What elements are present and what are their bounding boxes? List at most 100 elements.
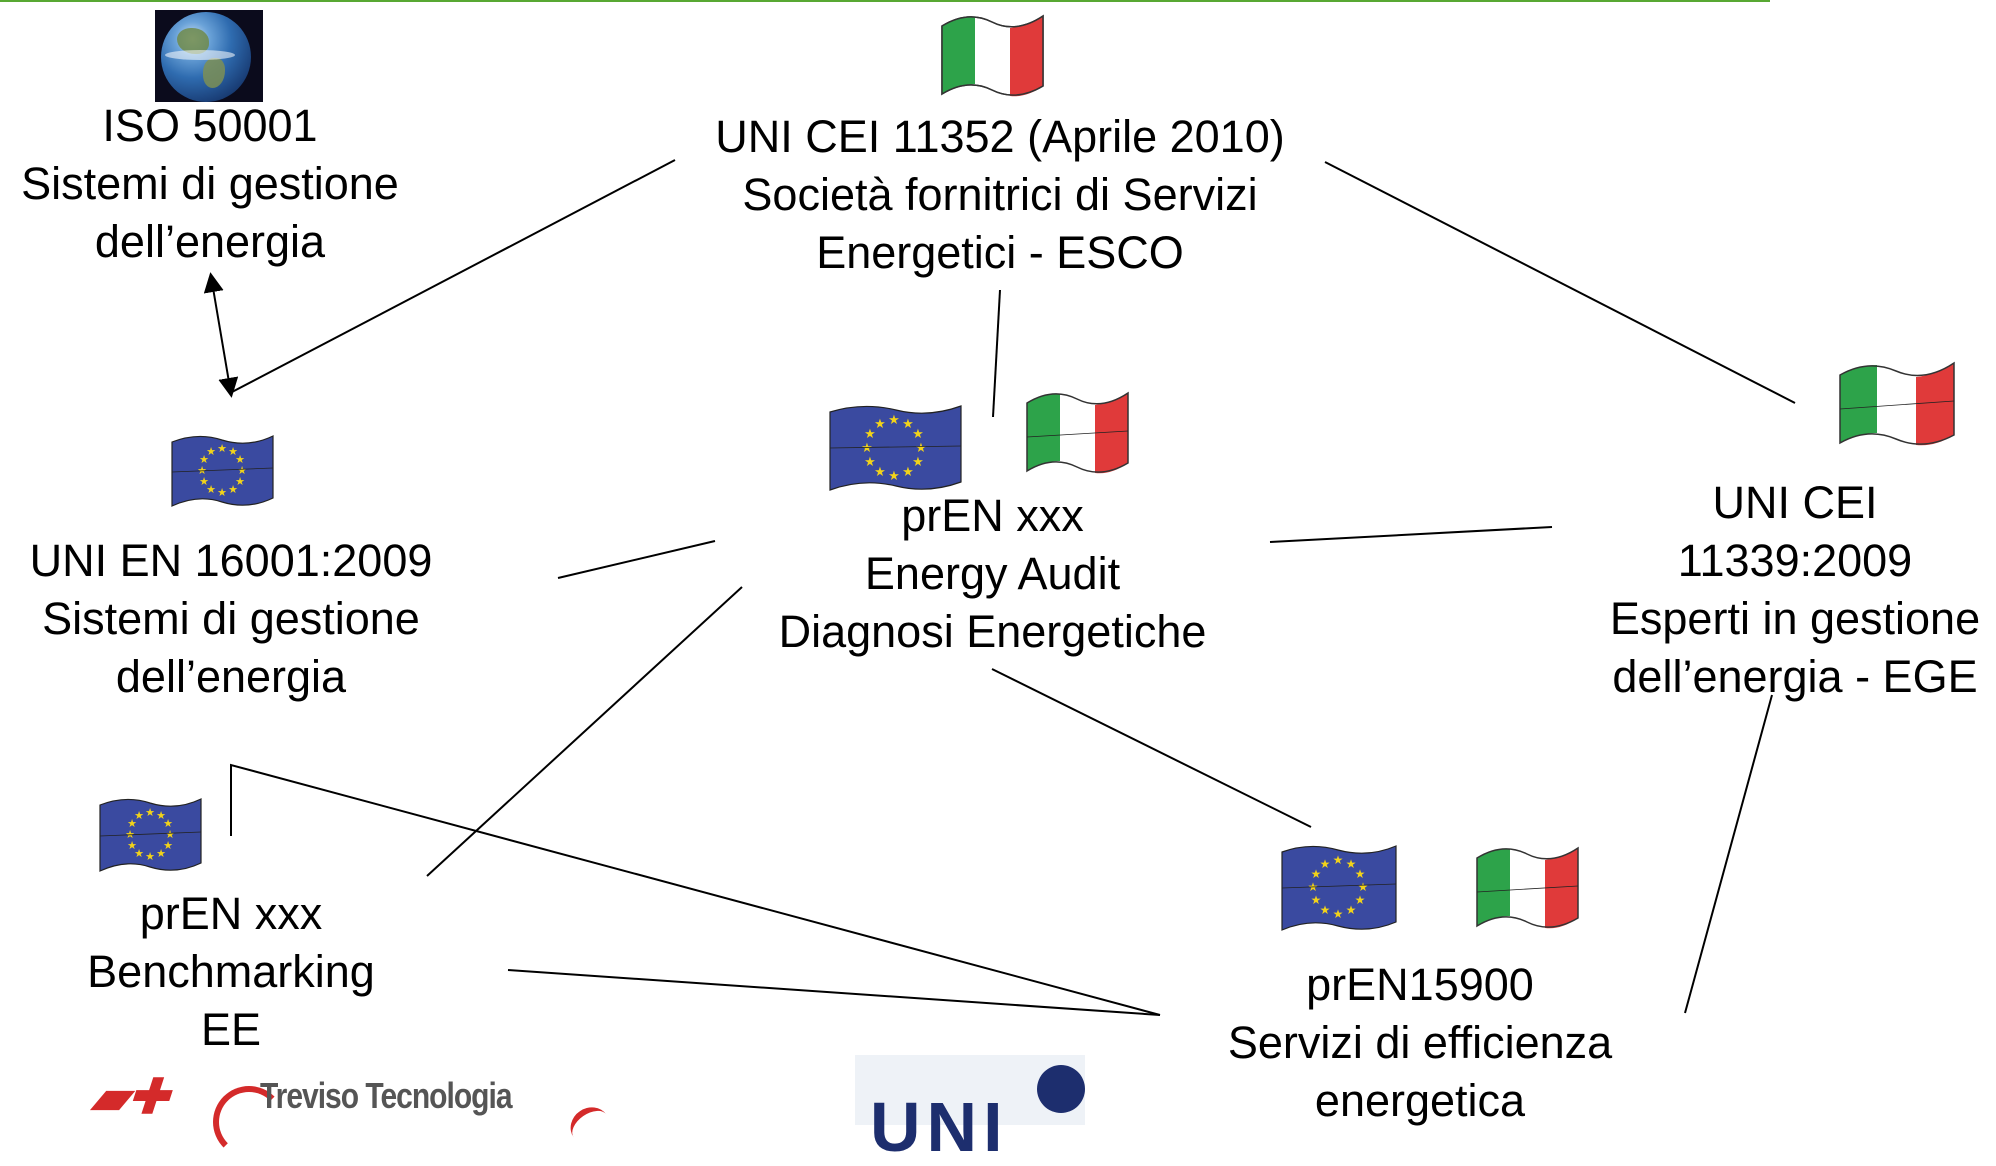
node-line: Servizi di efficienza: [1227, 1017, 1613, 1068]
svg-text:★: ★: [912, 455, 924, 470]
node-pren-benchmarking: prEN xxx Benchmarking EE: [0, 885, 462, 1059]
italian-flag-icon: [1026, 391, 1129, 474]
svg-text:★: ★: [206, 483, 216, 496]
node-line: Energy Audit: [864, 548, 1121, 599]
eu-flag-icon: ★★★★ ★★★★ ★★★★: [829, 405, 962, 491]
connector-lines: [203, 159, 1796, 1016]
svg-text:★: ★: [1320, 857, 1331, 871]
italian-flag-icon: [941, 14, 1044, 97]
edge-iso-to-16001: [203, 272, 239, 398]
svg-text:★: ★: [1355, 867, 1366, 881]
svg-text:★: ★: [145, 806, 155, 819]
eu-flag-icon: ★★★★ ★★★★ ★★★★: [1281, 845, 1397, 931]
edge-audit-to-benchmarking: [426, 586, 743, 877]
node-line: Sistemi di gestione: [21, 158, 399, 209]
node-line: Energetici - ESCO: [816, 227, 1184, 278]
uni-logo-dot-icon: [1037, 1065, 1085, 1113]
node-line: dell’energia: [94, 216, 326, 267]
node-line: Benchmarking: [87, 946, 375, 997]
node-iso50001: ISO 50001 Sistemi di gestione dell’energ…: [0, 97, 420, 271]
svg-text:★: ★: [199, 475, 209, 488]
treviso-swoosh-icon: [213, 1086, 285, 1158]
svg-text:★: ★: [1355, 893, 1366, 907]
top-rule: [0, 0, 1770, 2]
node-line: EE: [200, 1004, 262, 1055]
node-line: UNI CEI: [1712, 477, 1878, 528]
svg-text:★: ★: [888, 413, 900, 428]
svg-text:★: ★: [1333, 907, 1344, 921]
node-line: Diagnosi Energetiche: [778, 606, 1207, 657]
svg-text:★: ★: [1311, 867, 1322, 881]
node-line: 11339:2009: [1677, 535, 1913, 586]
svg-text:★: ★: [156, 847, 166, 860]
node-line: UNI EN 16001:2009: [29, 535, 433, 586]
svg-text:★: ★: [1311, 893, 1322, 907]
edge-benchmarking-to-15900-b: [507, 969, 1161, 1016]
svg-text:★: ★: [127, 839, 137, 852]
node-uni-en-16001: UNI EN 16001:2009 Sistemi di gestione de…: [0, 532, 462, 706]
svg-text:★: ★: [217, 486, 227, 499]
edge-11352-to-11339: [1324, 161, 1796, 404]
svg-text:★: ★: [217, 442, 227, 455]
svg-text:★: ★: [874, 465, 886, 480]
eu-flag-icon: ★★★★ ★★★★ ★★★★: [99, 798, 202, 872]
svg-text:★: ★: [888, 469, 900, 484]
svg-text:★: ★: [902, 417, 914, 432]
svg-text:★: ★: [165, 828, 175, 841]
svg-text:★: ★: [163, 817, 173, 830]
node-line: UNI CEI 11352 (Aprile 2010): [715, 111, 1285, 162]
svg-text:★: ★: [235, 475, 245, 488]
node-line: dell’energia: [115, 651, 347, 702]
node-line: energetica: [1314, 1075, 1526, 1126]
svg-text:★: ★: [134, 847, 144, 860]
node-line: Esperti in gestione: [1609, 593, 1981, 644]
svg-text:★: ★: [237, 464, 247, 477]
treviso-mark-icon: ▰✚: [86, 1071, 181, 1124]
svg-text:★: ★: [235, 453, 245, 466]
svg-text:★: ★: [861, 441, 873, 456]
eu-flag-icon: ★★★★ ★★★★ ★★★★: [171, 435, 274, 507]
svg-text:★: ★: [199, 453, 209, 466]
earth-globe-icon: [155, 10, 263, 102]
svg-text:★: ★: [156, 809, 166, 822]
svg-text:★: ★: [1333, 853, 1344, 867]
svg-text:★: ★: [163, 839, 173, 852]
edge-16001-to-audit: [557, 540, 716, 579]
svg-text:★: ★: [1346, 903, 1357, 917]
node-line: prEN xxx: [139, 888, 323, 939]
svg-text:★: ★: [874, 417, 886, 432]
svg-text:★: ★: [912, 427, 924, 442]
uni-logo-text: UNI: [870, 1088, 1009, 1166]
node-line: dell’energia - EGE: [1612, 651, 1978, 702]
svg-text:★: ★: [134, 809, 144, 822]
svg-text:★: ★: [1346, 857, 1357, 871]
edge-audit-to-11339: [1269, 526, 1553, 543]
svg-text:★: ★: [1358, 880, 1369, 894]
svg-text:★: ★: [864, 427, 876, 442]
node-line: Sistemi di gestione: [42, 593, 420, 644]
treviso-logo-text: Treviso Tecnologia: [260, 1076, 513, 1117]
edge-11339-to-15900: [1684, 694, 1773, 1014]
node-line: Società fornitrici di Servizi: [742, 169, 1258, 220]
node-pren-energy-audit: prEN xxx Energy Audit Diagnosi Energetic…: [740, 487, 1245, 661]
node-line: ISO 50001: [102, 100, 318, 151]
edge-benchmarking-to-15900-a: [230, 763, 1161, 1016]
node-pren15900: prEN15900 Servizi di efficienza energeti…: [1175, 956, 1665, 1130]
node-uni-cei-11339: UNI CEI 11339:2009 Esperti in gestione d…: [1585, 474, 1996, 706]
node-line: prEN15900: [1306, 959, 1534, 1010]
edge-11352-to-16001: [231, 159, 676, 393]
svg-text:★: ★: [206, 445, 216, 458]
svg-text:★: ★: [127, 817, 137, 830]
node-line: prEN xxx: [901, 490, 1084, 541]
svg-text:★: ★: [915, 441, 927, 456]
svg-text:★: ★: [145, 850, 155, 863]
svg-text:★: ★: [1320, 903, 1331, 917]
edge-audit-to-15900: [991, 668, 1312, 828]
italian-flag-icon: [1839, 361, 1955, 446]
treviso-tecnologia-logo: ▰✚ Treviso Tecnologia: [87, 1068, 617, 1158]
edge-11352-to-audit: [992, 289, 1001, 418]
uni-logo: UNI: [855, 1055, 1095, 1162]
svg-text:★: ★: [864, 455, 876, 470]
svg-text:★: ★: [902, 465, 914, 480]
svg-text:★: ★: [228, 483, 238, 496]
